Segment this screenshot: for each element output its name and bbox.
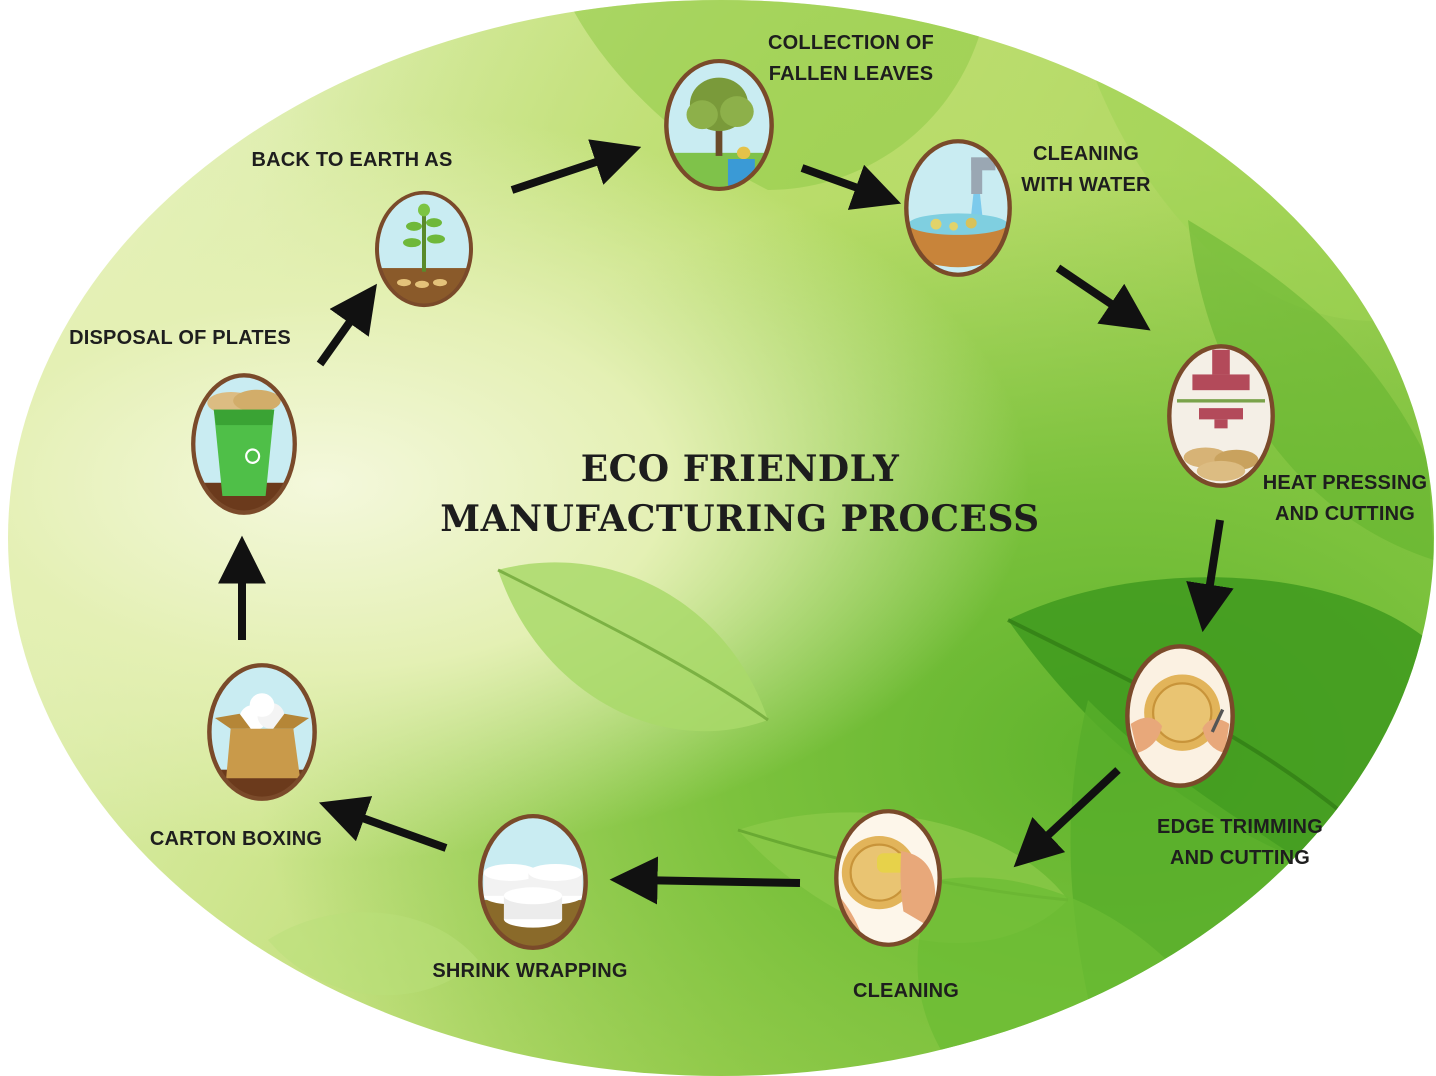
step-label-line: AND CUTTING [1170,847,1310,869]
step-label-line: BACK TO EARTH AS [251,149,453,171]
edge-trimming-icon [1124,643,1236,789]
flow-arrow [1055,264,1151,331]
step-label-disposal: DISPOSAL OF PLATES [66,323,294,354]
step-label-heat-pressing: HEAT PRESSING AND CUTTING [1258,468,1432,530]
flow-arrow [800,164,902,210]
step-label-carton-boxing: CARTON BOXING [146,824,326,855]
title-line-1: ECO FRIENDLY [580,448,900,490]
flow-arrow [1186,519,1234,633]
recycle-bin-icon [190,372,298,516]
step-label-line: CARTON BOXING [149,828,323,850]
step-label-line: AND CUTTING [1275,503,1415,525]
step-label-line: DISPOSAL OF PLATES [69,327,291,349]
shrink-wrap-icon [477,813,589,951]
flow-arrow [318,796,448,852]
step-label-back-to-earth: BACK TO EARTH AS [246,145,458,176]
plate-cleaning-icon [833,808,943,948]
tree-icon [663,58,775,192]
leaf-decoration [268,0,1434,996]
step-label-shrink-wrapping: SHRINK WRAPPING [430,956,630,987]
step-label-cleaning: CLEANING [846,976,966,1007]
flow-arrow [1013,767,1121,868]
flow-arrow [510,139,642,194]
step-label-line: HEAT PRESSING [1262,472,1428,494]
title-line-2: MANUFACTURING PROCESS [440,498,1040,540]
step-label-line: SHRINK WRAPPING [432,960,628,982]
step-label-line: CLEANING [1032,143,1140,165]
flow-arrow [316,283,377,367]
leaf-decoration [497,562,769,732]
flow-arrow [609,856,801,905]
water-bowl-icon [903,138,1013,278]
step-label-line: FALLEN LEAVES [768,63,934,85]
sapling-icon [374,190,474,308]
diagram-title: ECO FRIENDLY MANUFACTURING PROCESS [430,446,1050,546]
step-label-edge-trimming: EDGE TRIMMING AND CUTTING [1152,812,1328,874]
step-label-line: COLLECTION OF [768,32,934,54]
step-label-line: WITH WATER [1021,174,1151,196]
step-label-line: EDGE TRIMMING [1157,816,1323,838]
step-label-collection: COLLECTION OF FALLEN LEAVES [760,28,942,90]
step-label-cleaning-water: CLEANING WITH WATER [1010,139,1162,201]
step-label-line: CLEANING [852,980,960,1002]
heat-press-icon [1166,343,1276,489]
carton-box-icon [206,662,318,802]
